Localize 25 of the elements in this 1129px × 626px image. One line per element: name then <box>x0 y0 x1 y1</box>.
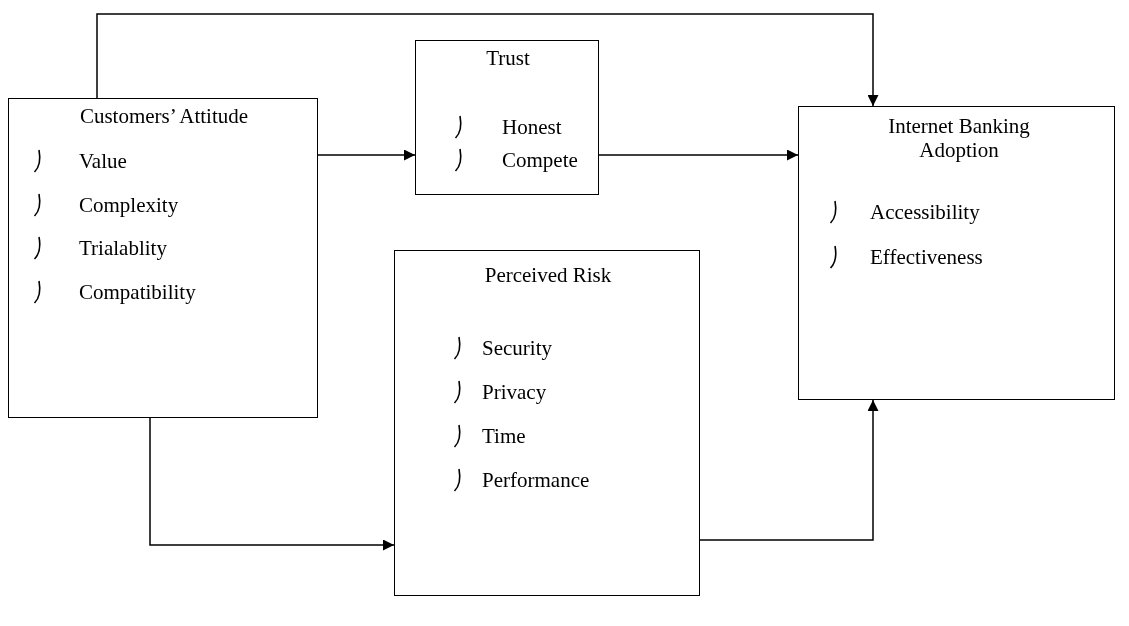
factor-item: Privacy <box>482 380 547 405</box>
arrow <box>598 149 799 161</box>
box-heading: Perceived Risk <box>483 263 613 288</box>
factor-item: Value <box>79 149 127 174</box>
factor-item: Honest <box>502 115 562 140</box>
factor-box <box>394 250 700 596</box>
arrow <box>699 399 879 541</box>
arrow <box>96 13 879 107</box>
factor-box <box>8 98 318 418</box>
factor-box <box>798 106 1115 400</box>
factor-item: Time <box>482 424 526 449</box>
factor-item: Compete <box>502 148 578 173</box>
box-heading: Trust <box>485 46 531 71</box>
factor-item: Trialablity <box>79 236 167 261</box>
factor-item: Security <box>482 336 552 361</box>
factor-box <box>415 40 599 195</box>
factor-item: Accessibility <box>870 200 980 225</box>
arrow <box>317 149 416 161</box>
factor-item: Effectiveness <box>870 245 983 270</box>
factor-item: Complexity <box>79 192 179 217</box>
box-heading: Internet Banking Adoption <box>887 114 1031 163</box>
factor-item: Performance <box>482 468 590 493</box>
factor-item: Compatibility <box>79 279 196 304</box>
box-heading: Customers’ Attitude <box>78 104 250 129</box>
arrow <box>149 417 395 551</box>
